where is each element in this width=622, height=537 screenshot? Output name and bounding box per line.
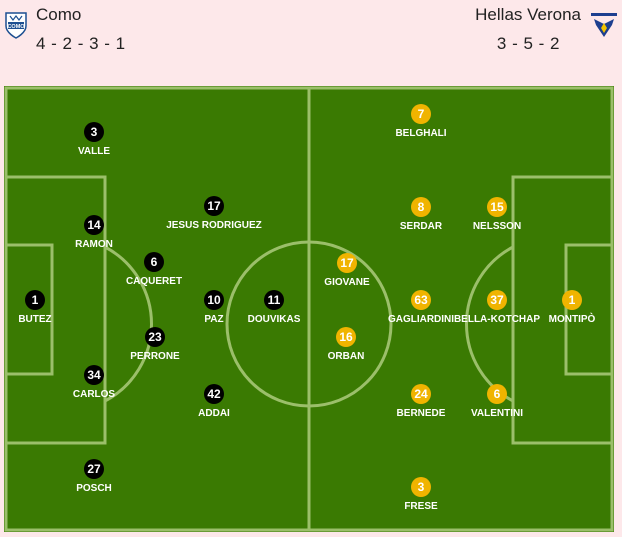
home-player[interactable]: 1 BUTEZ (0, 290, 85, 334)
player-name: VALENTINI (470, 408, 524, 419)
svg-text:COMO: COMO (7, 24, 25, 30)
player-number: 8 (411, 197, 431, 217)
away-formation: 3 - 5 - 2 (496, 34, 560, 53)
home-player[interactable]: 6 CAQUERET (104, 252, 204, 296)
player-name: BELLA-KOTCHAP (453, 314, 541, 325)
player-number: 17 (204, 196, 224, 216)
away-player[interactable]: 63 GAGLIARDINI (371, 290, 471, 334)
player-number: 34 (84, 365, 104, 385)
home-player[interactable]: 14 RAMON (44, 215, 144, 259)
home-player[interactable]: 27 POSCH (44, 459, 144, 503)
player-name: MONTIPÒ (548, 314, 596, 325)
player-number: 16 (336, 327, 356, 347)
home-player[interactable]: 23 PERRONE (105, 327, 205, 371)
away-player[interactable]: 37 BELLA-KOTCHAP (447, 290, 547, 334)
home-player[interactable]: 11 DOUVIKAS (224, 290, 324, 334)
player-name: CAQUERET (125, 276, 183, 287)
player-number: 23 (145, 327, 165, 347)
player-number: 37 (487, 290, 507, 310)
away-player[interactable]: 24 BERNEDE (371, 384, 471, 428)
player-number: 10 (204, 290, 224, 310)
player-number: 63 (411, 290, 431, 310)
player-name: BERNEDE (396, 408, 446, 419)
player-name: GIOVANE (324, 277, 370, 288)
player-number: 42 (204, 384, 224, 404)
player-name: BELGHALI (395, 128, 447, 139)
player-number: 3 (84, 122, 104, 142)
player-name: GAGLIARDINI (387, 314, 455, 325)
player-name: JESUS RODRIGUEZ (166, 220, 262, 231)
away-team-name: Hellas Verona (475, 5, 581, 24)
away-player[interactable]: 15 NELSSON (447, 197, 547, 241)
home-team-name: Como (36, 5, 82, 24)
pitch-markings (4, 86, 614, 532)
pitch: 3 VALLE 14 RAMON 17 JESUS RODRIGUEZ 6 CA… (4, 86, 614, 532)
player-number: 27 (84, 459, 104, 479)
home-player[interactable]: 3 VALLE (44, 122, 144, 166)
player-name: SERDAR (399, 221, 443, 232)
player-number: 15 (487, 197, 507, 217)
home-player[interactable]: 17 JESUS RODRIGUEZ (164, 196, 264, 240)
player-number: 7 (411, 104, 431, 124)
away-player[interactable]: 6 VALENTINI (447, 384, 547, 428)
match-header: COMO Como 4 - 2 - 3 - 1 Hellas Verona 3 … (0, 0, 622, 80)
away-player[interactable]: 7 BELGHALI (371, 104, 471, 148)
home-player[interactable]: 42 ADDAI (164, 384, 264, 428)
away-player[interactable]: 3 FRESE (371, 477, 471, 521)
player-number: 14 (84, 215, 104, 235)
player-name: BUTEZ (18, 314, 52, 325)
player-name: PERRONE (130, 351, 180, 362)
player-number: 24 (411, 384, 431, 404)
como-crest-icon: COMO (4, 11, 28, 39)
player-number: 11 (264, 290, 284, 310)
home-player[interactable]: 10 PAZ (164, 290, 264, 334)
player-number: 6 (487, 384, 507, 404)
player-number: 1 (25, 290, 45, 310)
player-name: DOUVIKAS (247, 314, 301, 325)
home-player[interactable]: 34 CARLOS (44, 365, 144, 409)
away-player[interactable]: 16 ORBAN (296, 327, 396, 371)
away-player[interactable]: 8 SERDAR (371, 197, 471, 241)
player-name: PAZ (204, 314, 224, 325)
player-name: VALLE (77, 146, 111, 157)
player-name: RAMON (75, 239, 113, 250)
home-formation: 4 - 2 - 3 - 1 (36, 34, 126, 53)
player-name: ORBAN (327, 351, 365, 362)
player-number: 3 (411, 477, 431, 497)
player-number: 1 (562, 290, 582, 310)
player-name: FRESE (404, 501, 438, 512)
away-player[interactable]: 1 MONTIPÒ (522, 290, 622, 334)
player-name: CARLOS (72, 389, 116, 400)
player-name: POSCH (76, 483, 112, 494)
player-number: 17 (337, 253, 357, 273)
player-name: NELSSON (472, 221, 522, 232)
away-player[interactable]: 17 GIOVANE (297, 253, 397, 297)
player-name: ADDAI (198, 408, 230, 419)
player-number: 6 (144, 252, 164, 272)
hellas-verona-crest-icon (590, 11, 618, 39)
